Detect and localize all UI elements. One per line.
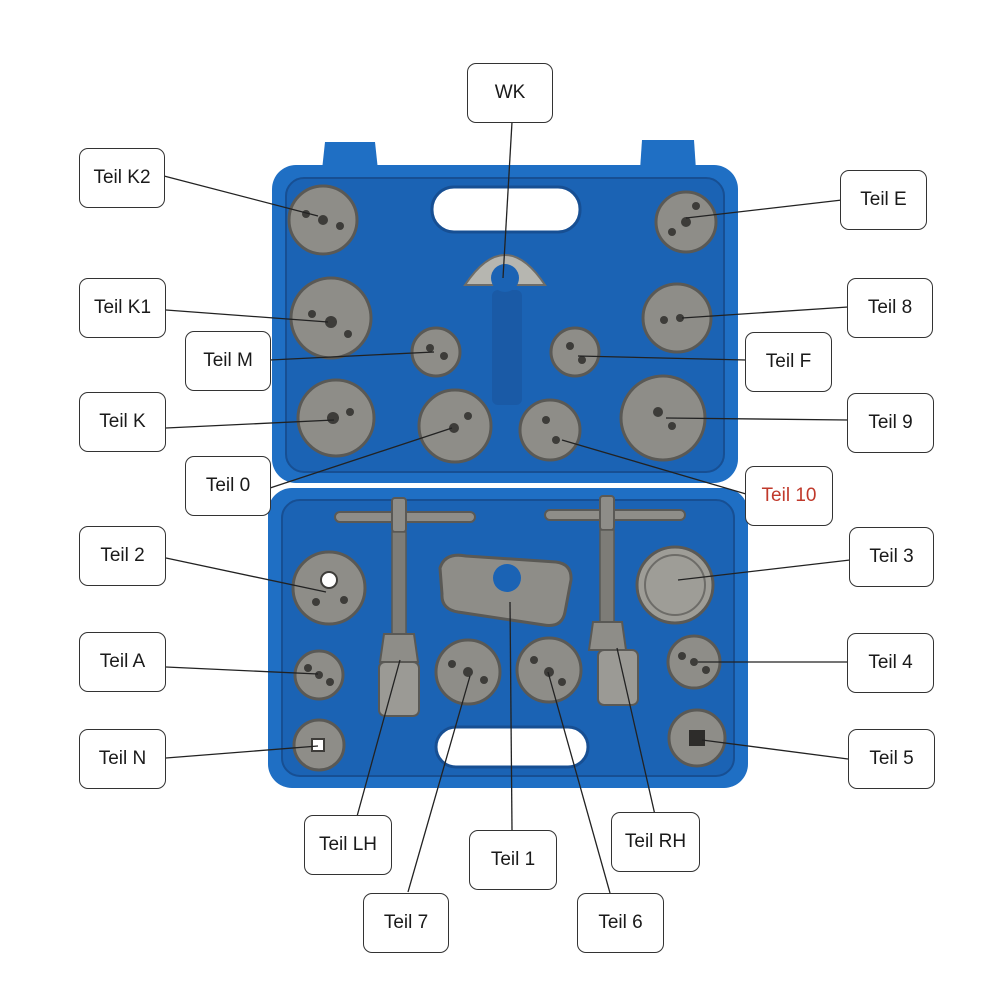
label-3: Teil 3 — [849, 527, 934, 587]
disc-5 — [667, 708, 727, 768]
leader-wk — [502, 121, 513, 279]
spindle-lh — [334, 497, 476, 717]
label-5: Teil 5 — [848, 729, 935, 789]
leader-m — [269, 351, 435, 361]
label-1: Teil 1 — [469, 830, 557, 890]
disc-7 — [434, 638, 502, 706]
disc-3 — [635, 545, 715, 625]
disc-2 — [291, 550, 367, 626]
disc-8 — [641, 282, 713, 354]
label-0: Teil 0 — [185, 456, 271, 516]
leader-6 — [547, 671, 611, 894]
label-e: Teil E — [840, 170, 927, 230]
spindle-rh — [544, 495, 686, 706]
leader-n — [165, 745, 319, 759]
label-8: Teil 8 — [847, 278, 933, 338]
leader-f — [577, 355, 747, 361]
label-k1: Teil K1 — [79, 278, 166, 338]
label-k: Teil K — [79, 392, 166, 452]
label-7: Teil 7 — [363, 893, 449, 953]
disc-m — [410, 326, 462, 378]
label-10: Teil 10 — [745, 466, 833, 526]
leader-k2 — [163, 175, 319, 217]
disc-6 — [515, 636, 583, 704]
leader-lines — [163, 121, 851, 894]
label-4: Teil 4 — [847, 633, 934, 693]
leader-k1 — [165, 309, 329, 323]
label-n: Teil N — [79, 729, 166, 789]
plate-1-hole — [493, 564, 521, 592]
disc-n — [292, 718, 346, 772]
leader-5 — [701, 739, 849, 760]
case-hinge-left — [322, 142, 378, 170]
leader-10 — [561, 439, 747, 495]
leader-lh — [355, 659, 401, 821]
leader-0 — [269, 427, 453, 489]
disc-a — [293, 649, 345, 701]
label-wk: WK — [467, 63, 553, 123]
leader-rh — [616, 647, 656, 816]
label-a: Teil A — [79, 632, 166, 692]
label-lh: Teil LH — [304, 815, 392, 875]
leader-2 — [165, 557, 327, 593]
disc-k — [296, 378, 376, 458]
leader-e — [685, 199, 843, 219]
case-hinge-right — [640, 140, 696, 170]
label-f: Teil F — [745, 332, 832, 392]
disc-0 — [417, 388, 493, 464]
leader-9 — [665, 417, 849, 421]
leader-a — [165, 666, 319, 675]
disc-10 — [518, 398, 582, 462]
label-6: Teil 6 — [577, 893, 664, 953]
leader-8 — [681, 306, 849, 319]
wk-washer-hole — [491, 264, 519, 292]
leader-3 — [677, 559, 851, 581]
label-2: Teil 2 — [79, 526, 166, 586]
wk-stem — [492, 290, 522, 405]
label-k2: Teil K2 — [79, 148, 165, 208]
label-m: Teil M — [185, 331, 271, 391]
leader-7 — [407, 675, 471, 893]
disc-e — [654, 190, 718, 254]
leader-k — [165, 419, 335, 429]
disc-k2 — [287, 184, 359, 256]
label-rh: Teil RH — [611, 812, 700, 872]
label-9: Teil 9 — [847, 393, 934, 453]
disc-f — [549, 326, 601, 378]
disc-k1 — [289, 276, 373, 360]
leader-1 — [509, 601, 513, 831]
